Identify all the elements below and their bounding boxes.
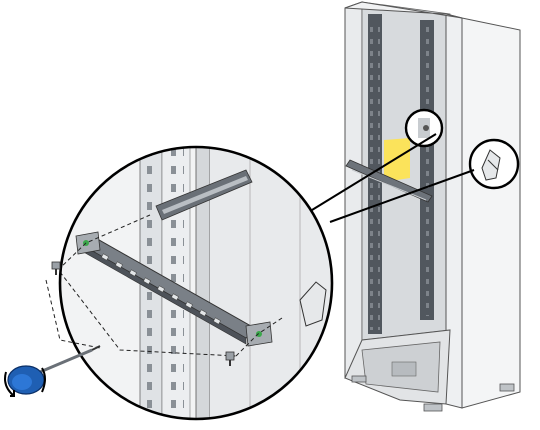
screw-icon (51, 261, 61, 275)
zoom-circle-border (58, 145, 334, 421)
detail-circle-clip (468, 138, 520, 190)
rack-foot-left (351, 375, 367, 383)
rack-cabinet (344, 1, 521, 412)
screwdriver-icon (4, 345, 101, 397)
highlight-region (384, 138, 410, 182)
zoom-clip (299, 281, 327, 327)
zoom-detail (60, 147, 332, 419)
zoom-cabinet-panel (195, 147, 211, 419)
rack-foot-right (423, 403, 443, 412)
zoom-alignment-lines (60, 214, 283, 357)
screw-icon (225, 351, 235, 366)
rack-top (344, 1, 463, 19)
rotation-arrow-icon (4, 371, 15, 397)
leader-lines (311, 133, 475, 223)
installed-bracket (345, 159, 433, 203)
rack-left-post (344, 1, 363, 379)
